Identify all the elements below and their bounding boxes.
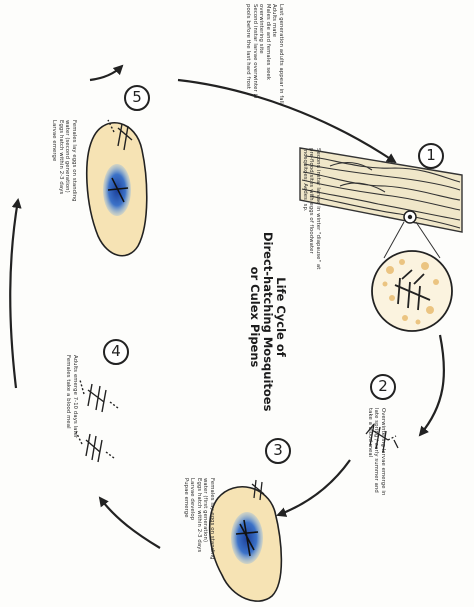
caption-line: Eggs hatch within 2-3 days	[57, 120, 64, 202]
step-number-3: 3	[265, 438, 291, 464]
caption-line: Larvae develop	[189, 478, 196, 560]
step-number-1-text: 1	[426, 146, 436, 164]
title-line-3: or Culex Pipens	[248, 232, 261, 402]
caption-line: Adults mate	[271, 4, 278, 104]
arrow-4-to-5	[10, 200, 18, 388]
step-number-5: 5	[124, 85, 150, 111]
caption-line: Adults emerge 7-10 days later	[71, 355, 78, 438]
caption-line: Females lay eggs on standing	[70, 120, 77, 202]
step-3-caption: Females lay eggs on standing water (firs…	[182, 478, 215, 560]
wood-illustration	[300, 148, 462, 331]
caption-line: Second instar larvae overwinter in	[251, 4, 258, 104]
caption-line: overwintering site	[258, 4, 265, 104]
title-line-2: Direct-hatching Mosquitoes	[261, 232, 274, 402]
arrow-top-left	[90, 66, 122, 80]
arrow-5-to-1	[178, 80, 395, 162]
step-number-4-text: 4	[111, 342, 121, 360]
caption-line: Females lay eggs on standing	[208, 478, 215, 560]
step-number-2-text: 2	[378, 377, 388, 395]
caption-line: Males die and females seek	[264, 4, 271, 104]
caption-line: Last generation adults appear in fall	[277, 4, 284, 104]
step-5-caption: Females lay eggs on standing water (seco…	[51, 120, 77, 202]
step-4-caption: Adults emerge 7-10 days later Females ta…	[65, 355, 78, 438]
step-number-5-text: 5	[132, 88, 142, 106]
diagram-title: Life Cycle of Direct-hatching Mosquitoes…	[248, 232, 287, 402]
arrow-3-to-4	[100, 498, 160, 548]
caption-line: mosquitoes: Aedes, sp.	[301, 148, 308, 269]
step-6-caption: Last generation adults appear in fall Ad…	[244, 4, 284, 104]
caption-line: pools before the last hard frost	[244, 4, 251, 104]
step-number-3-text: 3	[273, 441, 283, 459]
caption-line: take a blood meal	[366, 408, 373, 495]
caption-line: pre-flood sites with eggs of floodwater	[308, 148, 315, 269]
step-number-1: 1	[418, 143, 444, 169]
step-number-2: 2	[370, 374, 396, 400]
caption-line: Second instar larvae in winter "diapause…	[314, 148, 321, 269]
caption-line: water (second generation)	[64, 120, 71, 202]
mosquitoes-step-4	[76, 380, 118, 462]
caption-line: Overwintering larvae emerge in	[379, 408, 386, 495]
arrow-1-to-2	[420, 335, 444, 435]
caption-line: late spring / early summer and	[373, 408, 380, 495]
caption-line: Larvae emerge	[51, 120, 58, 202]
caption-line: Eggs hatch within 2-3 days	[195, 478, 202, 560]
caption-line: Pupae emerge	[182, 478, 189, 560]
step-1-caption: Second instar larvae in winter "diapause…	[301, 148, 321, 269]
step-number-4: 4	[103, 339, 129, 365]
caption-line: Females take a blood meal	[65, 355, 72, 438]
arrow-2-to-3	[278, 460, 350, 515]
pool-step-5	[87, 120, 147, 256]
step-2-caption: Overwintering larvae emerge in late spri…	[366, 408, 386, 495]
caption-line: water (first generation)	[202, 478, 209, 560]
pool-step-3	[210, 480, 282, 601]
title-line-1: Life Cycle of	[274, 232, 287, 402]
